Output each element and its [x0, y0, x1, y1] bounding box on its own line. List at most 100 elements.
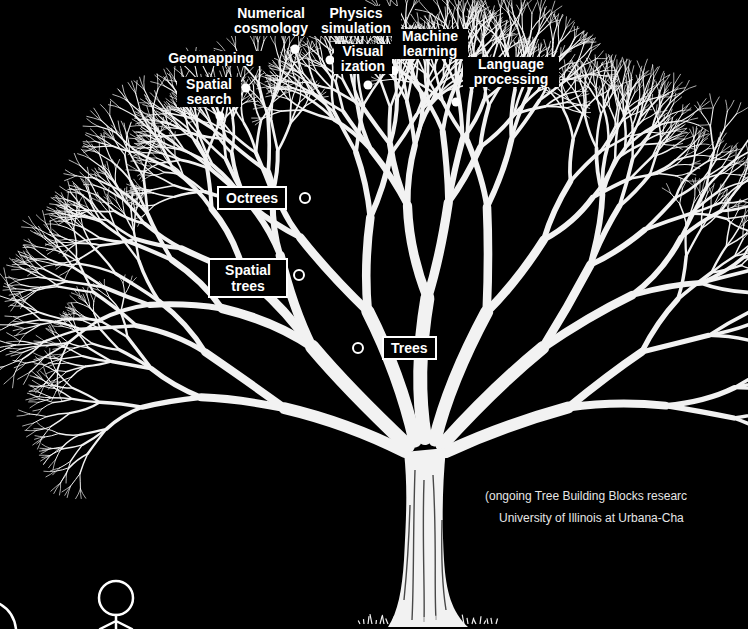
branch	[70, 474, 79, 487]
branch	[128, 148, 138, 154]
branch	[136, 120, 148, 124]
branch	[246, 101, 257, 103]
branch	[46, 371, 54, 374]
branch	[265, 80, 277, 82]
branch	[80, 429, 107, 435]
branch	[58, 243, 75, 247]
branch	[167, 68, 175, 79]
branch	[14, 363, 26, 368]
branch	[53, 230, 61, 237]
branch	[105, 145, 112, 162]
branch	[140, 99, 152, 108]
branch	[87, 119, 98, 127]
branch	[62, 214, 74, 215]
branch	[29, 385, 38, 387]
branch	[69, 216, 84, 220]
branch	[7, 317, 18, 325]
branch	[33, 417, 47, 424]
branch	[6, 349, 20, 355]
branch	[149, 122, 162, 124]
branch	[125, 155, 131, 181]
branch	[77, 287, 81, 297]
branches	[0, 0, 748, 515]
branch	[134, 143, 144, 147]
branch	[23, 287, 41, 291]
branch	[57, 369, 59, 388]
branch	[295, 74, 309, 83]
branch	[35, 363, 46, 365]
branch	[273, 62, 281, 70]
branch	[65, 486, 71, 495]
branch	[133, 153, 144, 157]
branch	[39, 384, 45, 397]
branch	[60, 270, 70, 276]
branch	[285, 83, 294, 88]
branch	[42, 444, 51, 448]
branch	[73, 388, 100, 402]
branch	[68, 189, 81, 190]
branch	[46, 224, 59, 225]
branch	[336, 82, 344, 112]
branch	[67, 366, 86, 371]
branch	[75, 344, 93, 348]
branch	[61, 474, 66, 481]
branch	[49, 232, 60, 236]
branch	[59, 287, 94, 293]
branch	[59, 220, 68, 224]
branch	[98, 169, 105, 175]
branch	[152, 369, 202, 398]
branch	[248, 77, 253, 86]
branch	[145, 95, 153, 107]
branch	[199, 134, 213, 165]
branch	[309, 46, 311, 57]
branch	[44, 471, 55, 472]
branch	[420, 298, 427, 438]
branch	[62, 486, 71, 492]
branch	[132, 81, 136, 93]
branch	[241, 102, 244, 123]
branch	[10, 320, 41, 325]
branch	[52, 388, 58, 400]
branch	[134, 179, 141, 187]
branch	[64, 319, 99, 320]
branch	[132, 216, 143, 220]
branch	[362, 106, 390, 144]
branch	[87, 295, 90, 308]
branch	[162, 153, 169, 163]
branch	[14, 294, 24, 302]
branch	[23, 221, 37, 229]
branch	[68, 302, 77, 304]
branch	[26, 358, 44, 364]
branch	[310, 41, 312, 52]
branch	[6, 348, 20, 350]
branch	[49, 447, 63, 449]
branch	[413, 0, 423, 6]
branch	[99, 142, 100, 153]
branch	[57, 372, 73, 388]
branch	[294, 57, 302, 64]
branch	[211, 105, 226, 139]
branch	[76, 489, 81, 499]
branch	[65, 170, 76, 176]
branch	[74, 205, 90, 210]
branch	[407, 146, 414, 206]
branch	[43, 211, 46, 223]
branch	[66, 313, 75, 314]
branch	[79, 474, 81, 489]
branch	[62, 219, 75, 231]
branch	[0, 367, 4, 372]
branch	[40, 448, 49, 449]
branch	[303, 53, 310, 60]
branch	[80, 489, 85, 498]
branch	[41, 281, 67, 287]
branch	[13, 328, 25, 330]
branch	[109, 101, 111, 115]
branch	[3, 289, 16, 290]
branch	[368, 311, 415, 441]
branch	[311, 53, 316, 60]
branch	[407, 102, 415, 146]
branch	[68, 363, 85, 367]
branch	[51, 323, 57, 333]
branch	[63, 313, 71, 318]
branch	[183, 175, 205, 191]
